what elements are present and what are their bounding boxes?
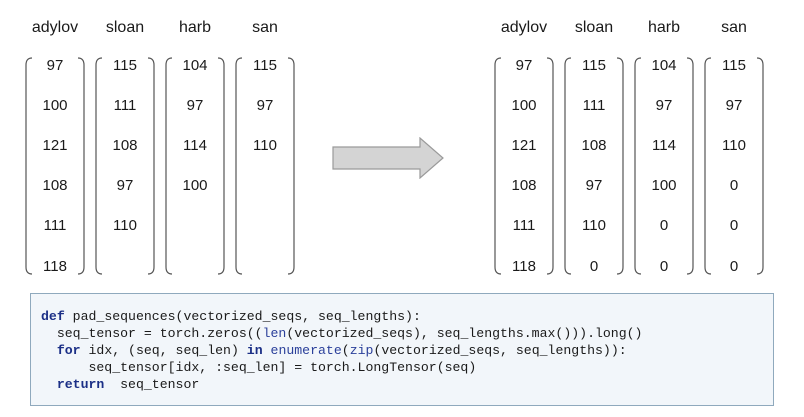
left-bracket bbox=[634, 57, 642, 275]
value-cell: 110 bbox=[113, 217, 137, 234]
value-cell: 110 bbox=[582, 217, 606, 234]
left-bracket bbox=[704, 57, 712, 275]
value-cell: 104 bbox=[651, 57, 677, 74]
value-cell: 121 bbox=[42, 137, 68, 154]
value-cell: 97 bbox=[725, 97, 743, 114]
code-keyword: for bbox=[56, 343, 81, 358]
value-cell: 108 bbox=[112, 137, 138, 154]
right-bracket bbox=[546, 57, 554, 275]
left-bracket bbox=[25, 57, 33, 275]
right-bracket bbox=[287, 57, 295, 275]
value-cell: 0 bbox=[729, 258, 739, 275]
left-bracket bbox=[235, 57, 243, 275]
code-text: (vectorized_seqs), seq_lengths.max())).l… bbox=[286, 326, 643, 341]
code-text: seq_tensor = torch.zeros(( bbox=[41, 326, 263, 341]
value-cell: 0 bbox=[729, 217, 739, 234]
value-cell: 118 bbox=[43, 258, 67, 275]
value-cell: 114 bbox=[183, 137, 207, 154]
value-cell: 0 bbox=[589, 258, 599, 275]
code-text: ( bbox=[341, 343, 350, 358]
value-cell: 108 bbox=[581, 137, 607, 154]
value-cell: 115 bbox=[253, 57, 277, 74]
right-bracket bbox=[616, 57, 624, 275]
code-builtin: zip bbox=[349, 343, 374, 358]
right-bracket bbox=[756, 57, 764, 275]
value-cell: 111 bbox=[113, 97, 137, 114]
code-line: seq_tensor[idx, :seq_len] = torch.LongTe… bbox=[41, 359, 773, 376]
column-name: sloan bbox=[105, 19, 145, 36]
value-cell: 118 bbox=[512, 258, 536, 275]
value-cell: 108 bbox=[42, 177, 68, 194]
right-bracket bbox=[686, 57, 694, 275]
value-cell: 114 bbox=[652, 137, 676, 154]
left-bracket bbox=[165, 57, 173, 275]
code-keyword: in bbox=[246, 343, 263, 358]
column-name: harb bbox=[178, 19, 212, 36]
value-cell: 97 bbox=[515, 57, 533, 74]
value-cell: 111 bbox=[43, 217, 67, 234]
value-cell: 97 bbox=[655, 97, 673, 114]
code-text bbox=[41, 343, 57, 358]
code-builtin: enumerate bbox=[270, 343, 342, 358]
code-line: return seq_tensor bbox=[41, 376, 773, 393]
code-text: seq_tensor bbox=[104, 377, 200, 392]
value-cell: 97 bbox=[186, 97, 204, 114]
value-cell: 100 bbox=[651, 177, 677, 194]
code-line: def pad_sequences(vectorized_seqs, seq_l… bbox=[41, 308, 773, 325]
column-name: adylov bbox=[31, 19, 79, 36]
value-cell: 110 bbox=[722, 137, 746, 154]
value-cell: 121 bbox=[511, 137, 537, 154]
value-cell: 111 bbox=[582, 97, 606, 114]
value-cell: 97 bbox=[256, 97, 274, 114]
right-bracket bbox=[77, 57, 85, 275]
right-arrow-icon bbox=[332, 137, 444, 179]
code-block: def pad_sequences(vectorized_seqs, seq_l… bbox=[30, 293, 774, 406]
column-name: harb bbox=[647, 19, 681, 36]
value-cell: 108 bbox=[511, 177, 537, 194]
value-cell: 100 bbox=[182, 177, 208, 194]
value-cell: 115 bbox=[722, 57, 746, 74]
code-text bbox=[263, 343, 271, 358]
code-text: idx, (seq, seq_len) bbox=[80, 343, 247, 358]
code-text: pad_sequences(vectorized_seqs, seq_lengt… bbox=[64, 309, 421, 324]
value-cell: 110 bbox=[253, 137, 277, 154]
value-cell: 115 bbox=[582, 57, 606, 74]
code-keyword: def bbox=[41, 309, 65, 324]
value-cell: 97 bbox=[116, 177, 134, 194]
left-bracket bbox=[564, 57, 572, 275]
value-cell: 111 bbox=[512, 217, 536, 234]
value-cell: 104 bbox=[182, 57, 208, 74]
value-cell: 100 bbox=[42, 97, 68, 114]
column-name: adylov bbox=[500, 19, 548, 36]
code-keyword: return bbox=[56, 377, 105, 392]
code-line: seq_tensor = torch.zeros((len(vectorized… bbox=[41, 325, 773, 342]
code-text: (vectorized_seqs, seq_lengths)): bbox=[373, 343, 627, 358]
column-name: sloan bbox=[574, 19, 614, 36]
code-builtin: len bbox=[262, 326, 287, 341]
value-cell: 0 bbox=[729, 177, 739, 194]
column-name: san bbox=[252, 19, 278, 36]
left-bracket bbox=[494, 57, 502, 275]
left-bracket bbox=[95, 57, 103, 275]
column-name: san bbox=[721, 19, 747, 36]
value-cell: 0 bbox=[659, 217, 669, 234]
value-cell: 97 bbox=[585, 177, 603, 194]
code-text bbox=[41, 377, 57, 392]
right-bracket bbox=[217, 57, 225, 275]
value-cell: 0 bbox=[659, 258, 669, 275]
right-bracket bbox=[147, 57, 155, 275]
code-text: seq_tensor[idx, :seq_len] = torch.LongTe… bbox=[41, 360, 477, 375]
code-line: for idx, (seq, seq_len) in enumerate(zip… bbox=[41, 342, 773, 359]
value-cell: 100 bbox=[511, 97, 537, 114]
value-cell: 97 bbox=[46, 57, 64, 74]
value-cell: 115 bbox=[113, 57, 137, 74]
